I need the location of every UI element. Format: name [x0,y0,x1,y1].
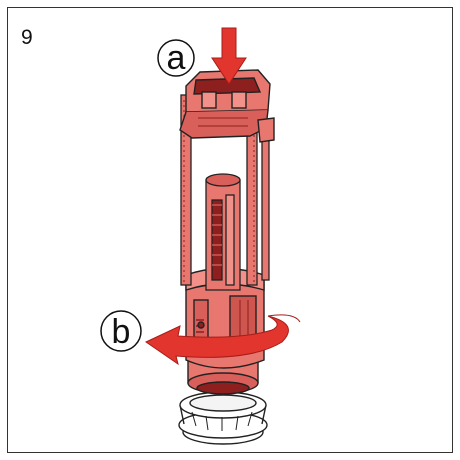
callout-b: b [100,310,142,352]
float-tube [205,173,241,291]
rotate-left-icon [144,314,301,366]
top-cap [179,69,275,143]
callout-b-label: b [112,313,131,351]
base-seal [178,391,268,445]
panel-frame [7,7,453,453]
step-number: 9 [21,26,33,49]
lower-collar [187,359,259,395]
arrow-down-icon [211,27,247,85]
callout-a-label: a [167,39,186,77]
callout-a: a [157,39,195,77]
